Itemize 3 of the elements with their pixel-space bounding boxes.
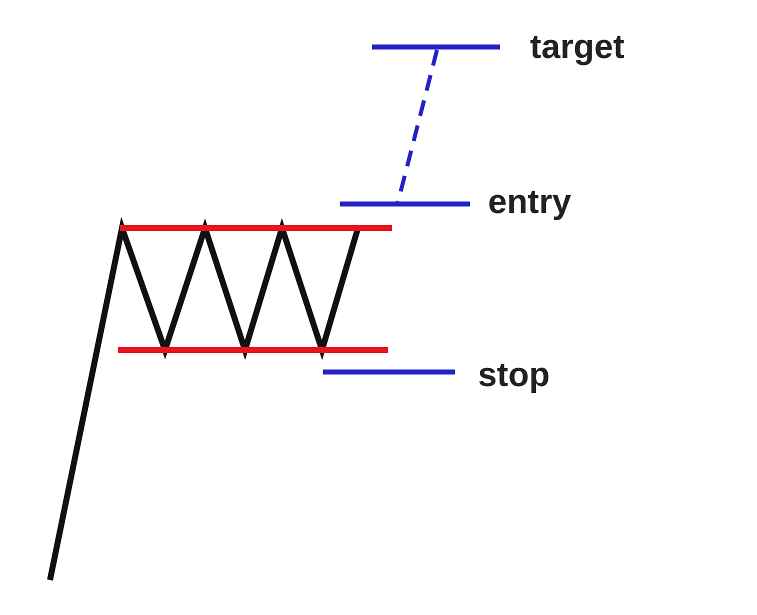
level-label: target xyxy=(530,27,624,67)
level-label: entry xyxy=(488,182,572,222)
level-label: stop xyxy=(478,355,550,395)
